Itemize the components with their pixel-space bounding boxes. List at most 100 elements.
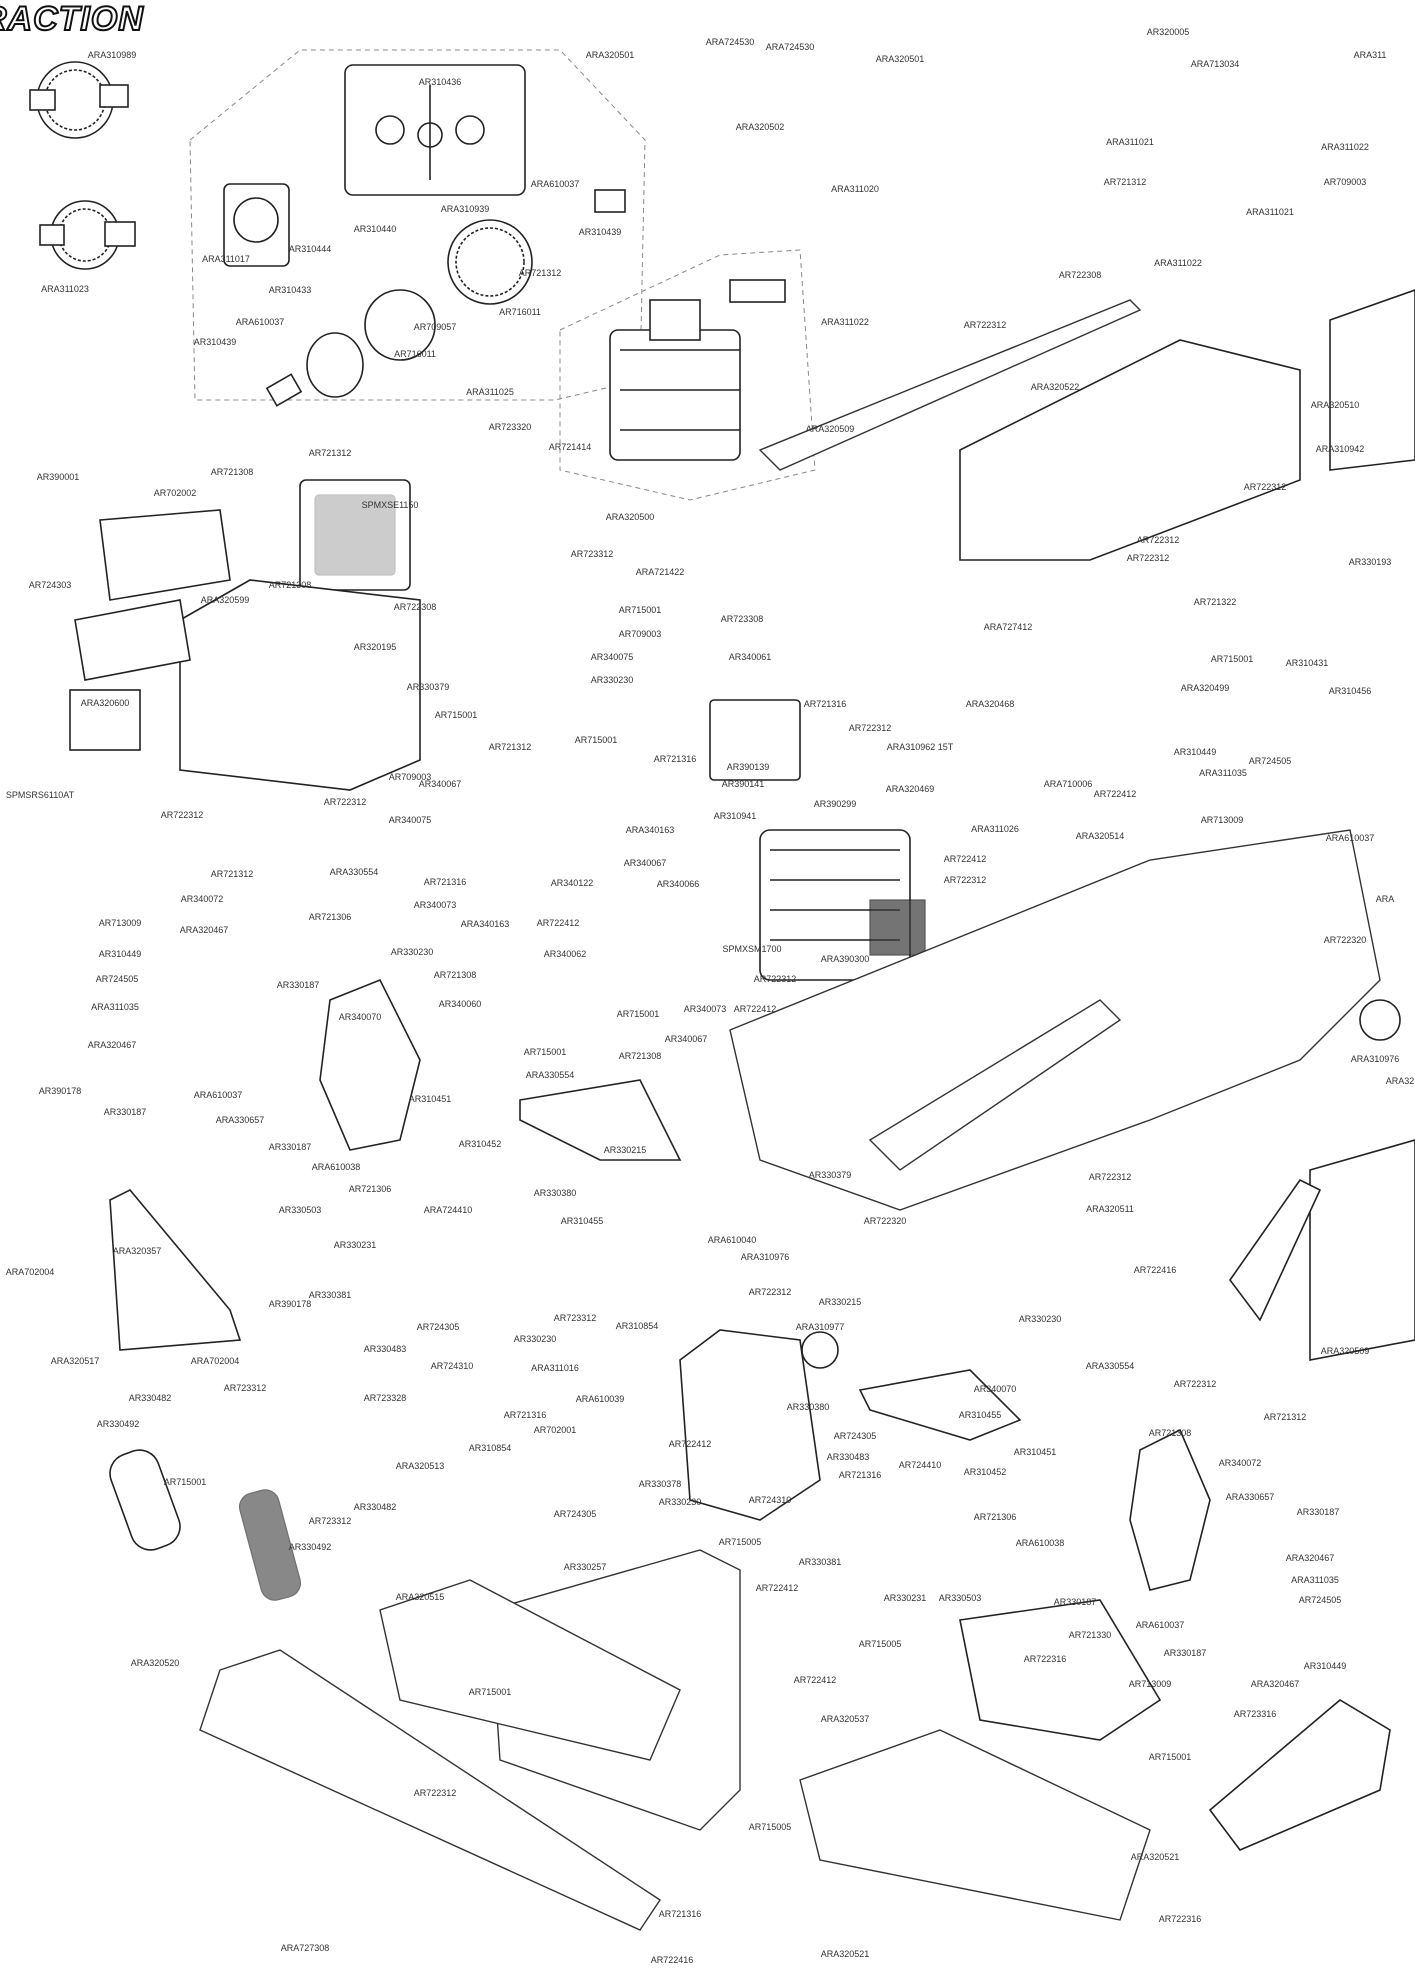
esc-unit: [299, 479, 411, 591]
part-callout-c193: AR702001: [534, 1425, 577, 1435]
part-callout-c106: AR340067: [624, 858, 667, 868]
part-callout-c93: AR722412: [1094, 789, 1137, 799]
part-callout-c35: AR722312: [964, 320, 1007, 330]
part-callout-c237: ARA320467: [1251, 1679, 1300, 1689]
part-callout-c205: AR330378: [639, 1479, 682, 1489]
part-callout-c50: ARA320599: [201, 595, 250, 605]
part-callout-c70: AR330230: [591, 675, 634, 685]
part-callout-c204: AR330482: [354, 1502, 397, 1512]
part-callout-c197: AR310854: [469, 1443, 512, 1453]
part-callout-c199: AR722412: [669, 1439, 712, 1449]
part-callout-c200: AR330483: [827, 1452, 870, 1462]
part-callout-c84: AR722312: [161, 810, 204, 820]
part-callout-c227: AR330187: [1054, 1597, 1097, 1607]
part-callout-c57: AR320195: [354, 642, 397, 652]
rear-bumper: [799, 1729, 1151, 1921]
part-callout-c207: AR310452: [964, 1467, 1007, 1477]
part-callout-c180: AR724310: [431, 1361, 474, 1371]
part-callout-c143: ARA330657: [216, 1115, 265, 1125]
part-callout-c68: ARA320600: [81, 698, 130, 708]
part-callout-c186: AR340070: [974, 1384, 1017, 1394]
part-callout-c14: AR709057: [414, 322, 457, 332]
part-callout-c235: AR722412: [794, 1675, 837, 1685]
front-gearbox-case: [679, 1329, 839, 1521]
part-callout-c71: AR721316: [804, 699, 847, 709]
part-callout-c174: AR330230: [514, 1334, 557, 1344]
part-callout-c95: AR713009: [1201, 815, 1244, 825]
part-callout-c243: AR715005: [749, 1822, 792, 1832]
part-callout-c245: AR721316: [659, 1909, 702, 1919]
part-callout-c135: ARA310976: [1351, 1054, 1400, 1064]
part-callout-c149: ARA32: [1386, 1076, 1415, 1086]
part-callout-c26: AR709003: [1324, 177, 1367, 187]
part-callout-c192: AR330492: [97, 1419, 140, 1429]
part-callout-c125: AR722312: [754, 974, 797, 984]
part-callout-c111: AR340066: [657, 879, 700, 889]
part-callout-c116: ARA340163: [461, 919, 510, 929]
transmission-gearbox: [609, 279, 786, 461]
part-callout-c100: ARA311026: [971, 824, 1019, 834]
part-callout-c201: AR724410: [899, 1460, 942, 1470]
part-callout-c168: AR723312: [554, 1313, 597, 1323]
part-callout-c96: ARA610037: [1326, 833, 1375, 843]
part-callout-c17: ARA320501: [586, 50, 635, 60]
part-callout-c72: ARA320468: [966, 699, 1015, 709]
part-callout-c154: ARA320511: [1086, 1204, 1134, 1214]
rear-lower-arm: [519, 1079, 682, 1161]
rear-hub-carrier: [319, 978, 421, 1151]
part-callout-c91: ARA320469: [886, 784, 935, 794]
front-wing: [199, 1649, 661, 1931]
part-callout-c217: AR715005: [719, 1537, 762, 1547]
part-callout-c69: AR330379: [407, 682, 450, 692]
part-callout-c38: ARA310942: [1316, 444, 1365, 454]
part-callout-c150: AR722312: [1089, 1172, 1132, 1182]
part-callout-c31: ARA311022: [1154, 258, 1202, 268]
part-callout-c126: AR724505: [96, 974, 139, 984]
part-callout-c202: AR310451: [1014, 1447, 1057, 1457]
part-callout-c02: ARA311023: [41, 284, 89, 294]
part-callout-c127: AR330187: [277, 980, 320, 990]
part-callout-c212: AR330230: [659, 1497, 702, 1507]
spur-gear-box: [223, 183, 290, 267]
part-callout-c196: AR715001: [164, 1477, 207, 1487]
part-callout-c187: AR721312: [1264, 1412, 1307, 1422]
part-callout-c229: ARA610037: [1136, 1620, 1185, 1630]
chassis-plate: [729, 829, 1381, 1211]
part-callout-c148: AR330215: [604, 1145, 647, 1155]
part-callout-c224: AR724505: [1299, 1595, 1342, 1605]
part-callout-c206: AR721316: [839, 1470, 882, 1480]
part-callout-c20: ARA320501: [876, 54, 925, 64]
part-callout-c122: AR330230: [391, 947, 434, 957]
part-callout-c56: AR722308: [394, 602, 437, 612]
part-callout-c112: ARA: [1376, 894, 1395, 904]
part-callout-c129: AR715001: [617, 1009, 660, 1019]
part-callout-c130: AR340073: [684, 1004, 727, 1014]
part-callout-c28: AR721312: [1104, 177, 1147, 187]
part-callout-c231: AR722316: [1024, 1654, 1067, 1664]
part-callout-c79: AR722312: [849, 723, 892, 733]
part-callout-c97: AR340075: [389, 815, 432, 825]
diff-internals-box: [344, 64, 526, 196]
part-callout-c170: AR724305: [417, 1322, 460, 1332]
part-callout-c40: AR390001: [37, 472, 80, 482]
part-callout-c118: SPMXSM1700: [722, 944, 781, 954]
part-callout-c23: ARA713034: [1191, 59, 1240, 69]
part-callout-c48: ARA320509: [806, 424, 855, 434]
part-callout-c156: ARA724410: [424, 1205, 473, 1215]
part-callout-c86: AR709003: [389, 772, 432, 782]
part-callout-c220: AR330257: [564, 1562, 607, 1572]
part-callout-c216: AR330492: [289, 1542, 332, 1552]
part-callout-c145: AR310452: [459, 1139, 502, 1149]
part-callout-c219: ARA311035: [1291, 1575, 1339, 1585]
part-callout-c138: AR721308: [619, 1051, 662, 1061]
part-callout-c183: AR723312: [224, 1383, 267, 1393]
part-callout-c210: AR723312: [309, 1516, 352, 1526]
part-callout-c128: AR340060: [439, 999, 482, 1009]
motor-unit: [759, 829, 926, 981]
part-callout-c160: AR330231: [334, 1240, 377, 1250]
part-callout-c21: ARA320502: [736, 122, 785, 132]
part-callout-c234: ARA320520: [131, 1658, 180, 1668]
part-callout-c87: AR340067: [419, 779, 462, 789]
part-callout-c142: AR330187: [104, 1107, 147, 1117]
part-callout-c89: AR390141: [722, 779, 765, 789]
